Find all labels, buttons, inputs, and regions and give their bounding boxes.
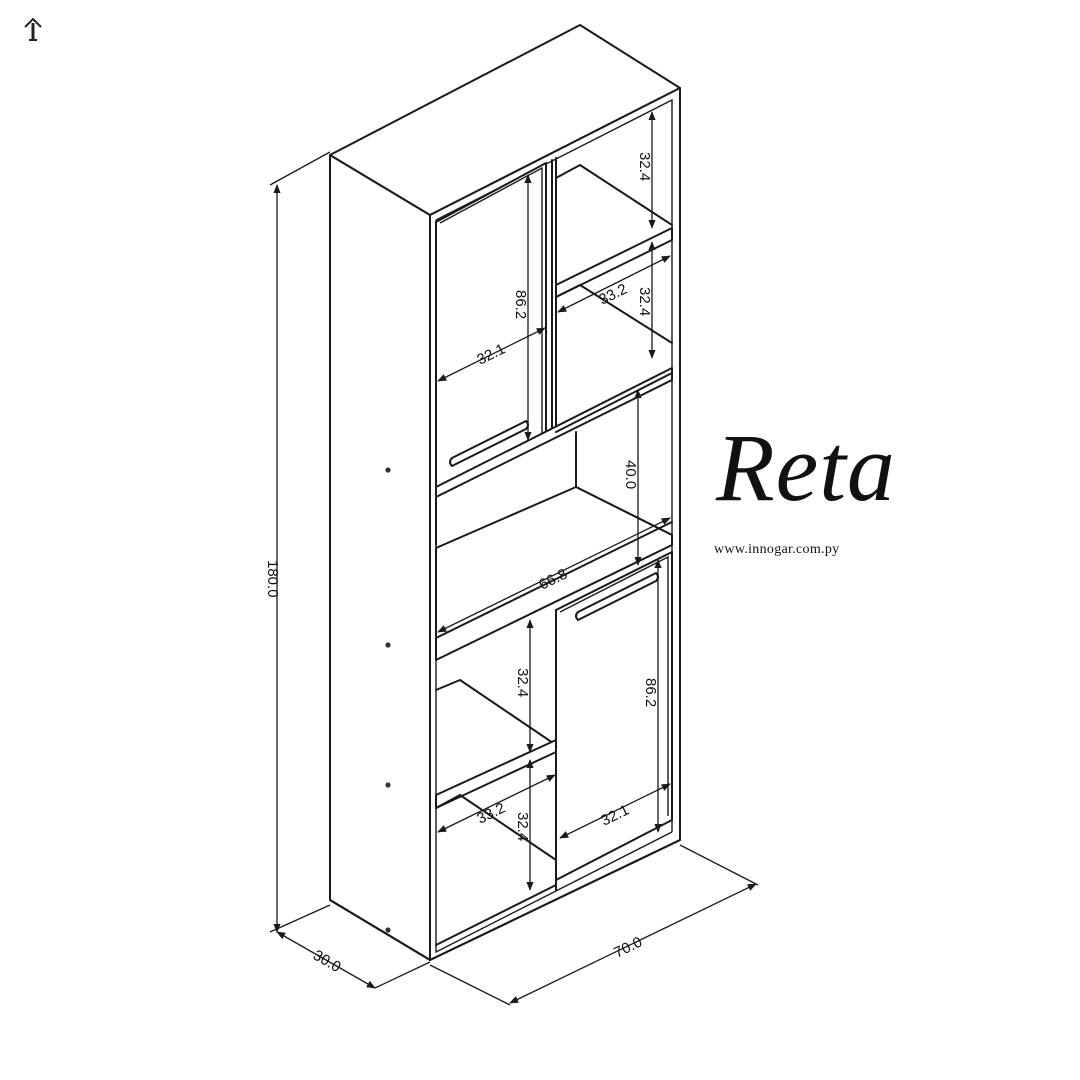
central-top-shelf	[435, 367, 673, 498]
dim-upper-right-niche-1-height: 32.4	[636, 152, 653, 181]
cabinet-side-panel	[329, 154, 431, 961]
home-arrow-icon	[24, 17, 42, 41]
hinge-hole	[385, 782, 391, 788]
dim-overall-width: 70.0	[611, 934, 645, 962]
dim-overall-depth: 30.0	[310, 947, 344, 976]
dim-upper-right-niche-2-height: 32.4	[636, 287, 653, 316]
dim-upper-door-height: 86.2	[512, 290, 529, 319]
dim-lower-left-niche-1-height: 32.4	[514, 668, 531, 697]
hinge-hole	[385, 927, 391, 933]
dim-overall-height: 180.0	[264, 560, 281, 598]
dim-lower-door-height: 86.2	[642, 678, 659, 707]
dim-lower-left-niche-2-height: 32.4	[514, 812, 531, 841]
hinge-hole	[385, 642, 391, 648]
upper-door-handle	[449, 420, 529, 467]
hinge-hole	[385, 467, 391, 473]
product-name: Reta	[716, 414, 896, 521]
brand-website: www.innogar.com.py	[714, 542, 840, 557]
dim-central-opening-height: 40.0	[622, 460, 639, 489]
